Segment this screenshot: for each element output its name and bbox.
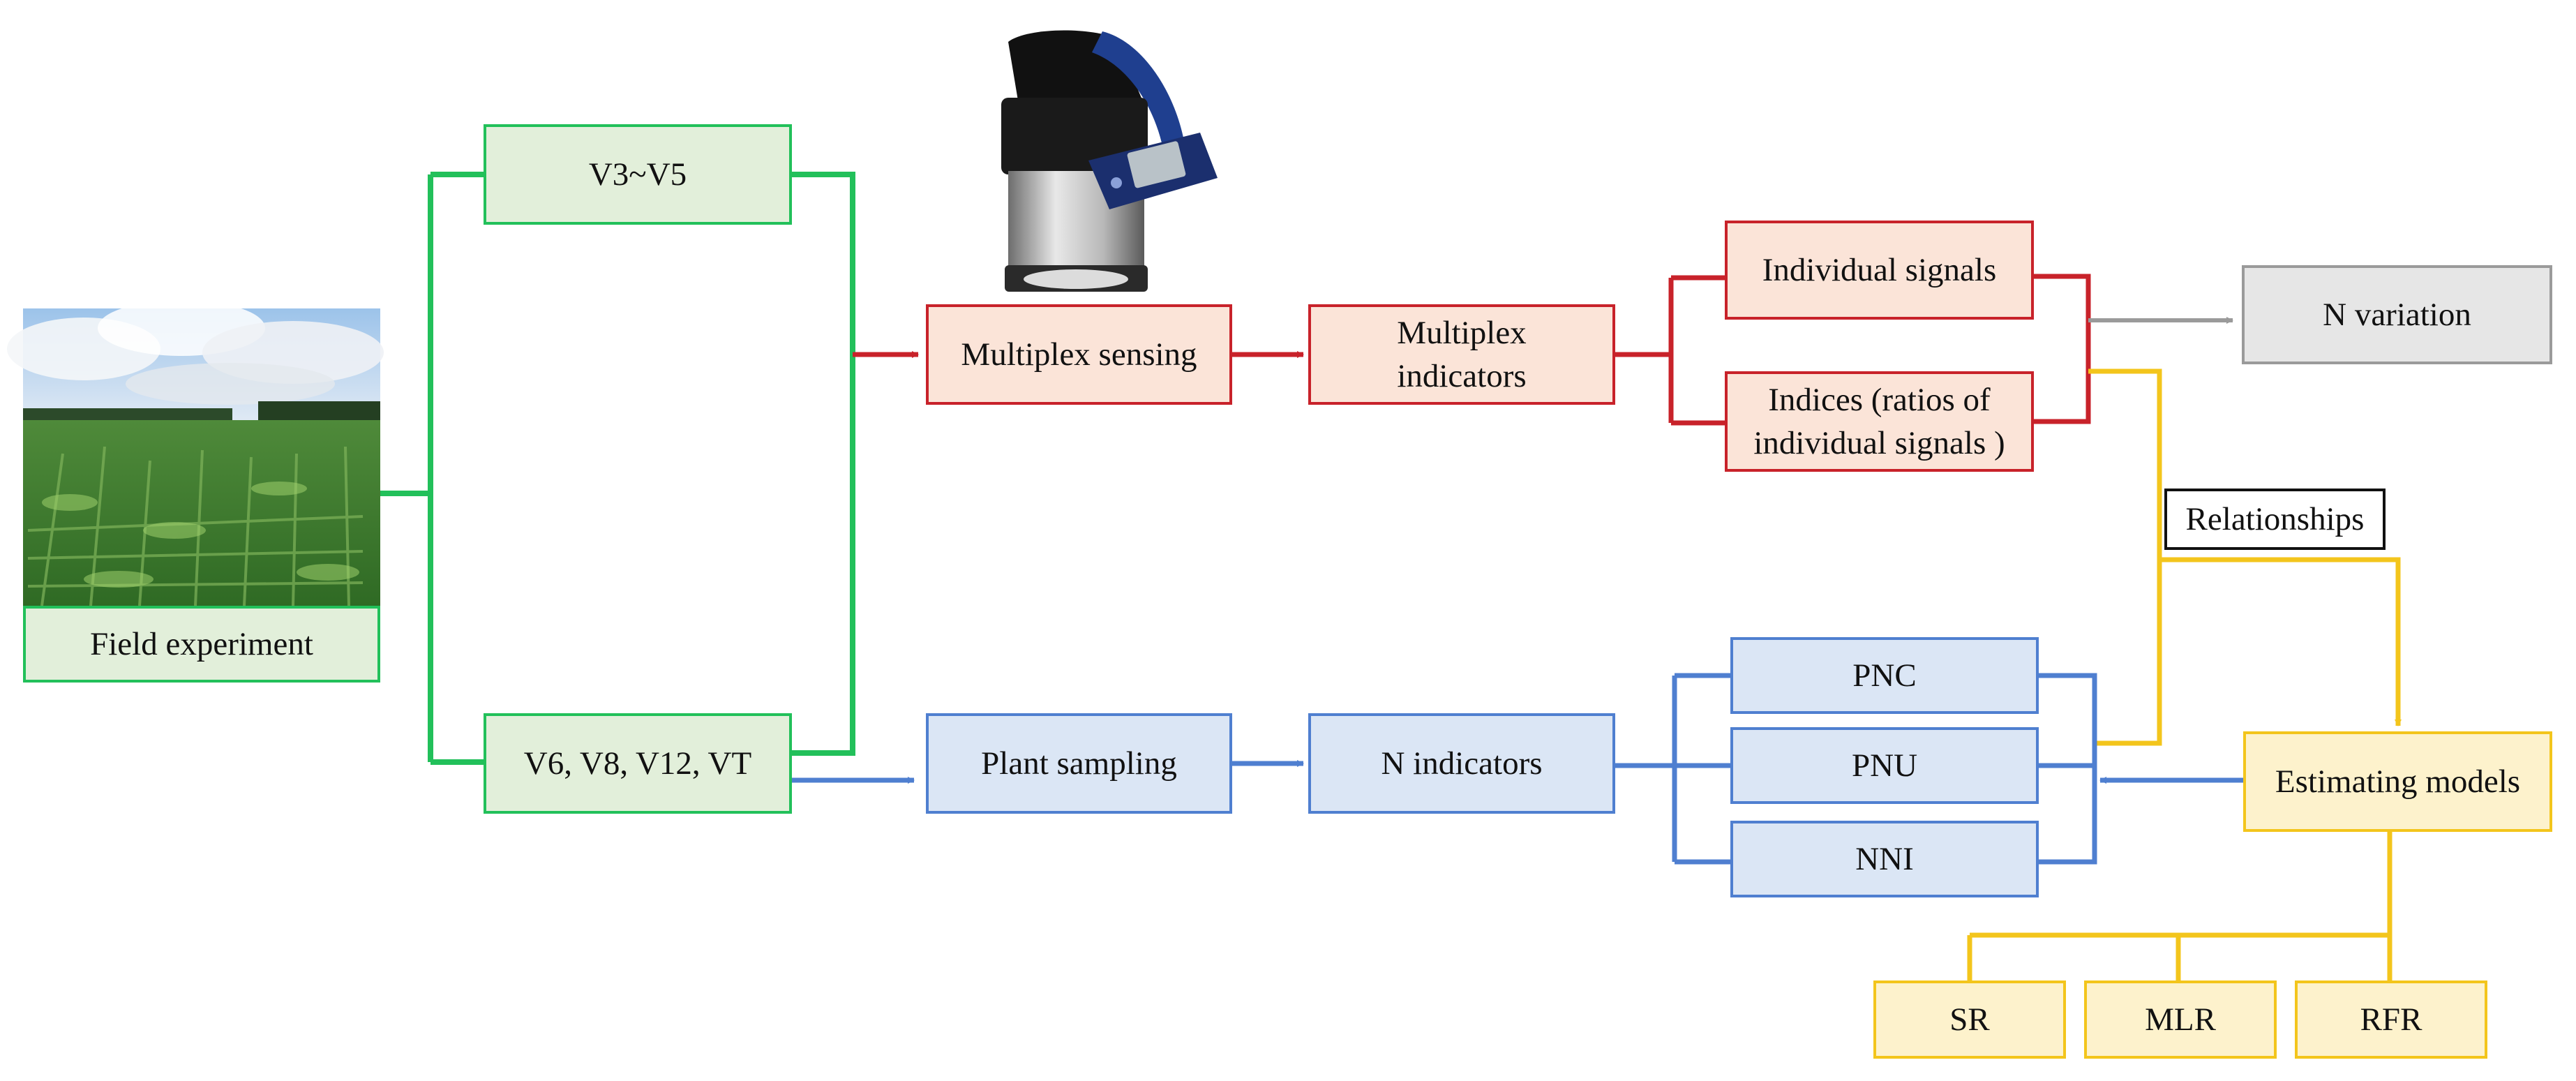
connector-n-indicators-to-pn — [1615, 673, 1730, 865]
stage-v3-v5-node: V3~V5 — [484, 124, 792, 225]
connector-indices-to-relationships — [2088, 368, 2162, 746]
connector-indicators-to-signals — [1615, 275, 1725, 426]
corn-field-photo — [7, 300, 384, 606]
plant-sampling-node: Plant sampling — [926, 713, 1232, 814]
sr-node: SR — [1873, 981, 2066, 1059]
mlr-node: MLR — [2084, 981, 2277, 1059]
red-connectors — [853, 274, 2091, 426]
green-connectors — [380, 172, 855, 765]
connector-signals-merge — [2034, 274, 2091, 424]
arrow-relationships-to-models — [2159, 557, 2402, 726]
n-variation-node: N variation — [2242, 265, 2552, 364]
n-indicators-node: N indicators — [1308, 713, 1615, 814]
connector-field-to-stages — [380, 172, 484, 765]
estimating-models-node: Estimating models — [2243, 731, 2552, 832]
multiplex-indicators-node: Multiplex indicators — [1308, 304, 1615, 405]
connector-early-stage-to-sensing — [792, 172, 855, 756]
field-experiment-node: Field experiment — [23, 606, 380, 683]
yellow-connectors — [1967, 368, 2402, 981]
individual-signals-node: Individual signals — [1725, 221, 2034, 320]
pnc-node: PNC — [1730, 637, 2039, 714]
indices-node: Indices (ratios of individual signals ) — [1725, 371, 2034, 472]
relationships-label: Relationships — [2164, 489, 2386, 550]
multiplex-sensor-device — [1001, 30, 1218, 292]
multiplex-sensing-node: Multiplex sensing — [926, 304, 1232, 405]
blue-connectors — [792, 673, 2243, 865]
nni-node: NNI — [1730, 821, 2039, 897]
connector-models-to-algorithms — [1967, 832, 2392, 981]
rfr-node: RFR — [2295, 981, 2487, 1059]
pnu-node: PNU — [1730, 727, 2039, 804]
connector-pn-merge — [2039, 673, 2097, 865]
stage-v6-vt-node: V6, V8, V12, VT — [484, 713, 792, 814]
